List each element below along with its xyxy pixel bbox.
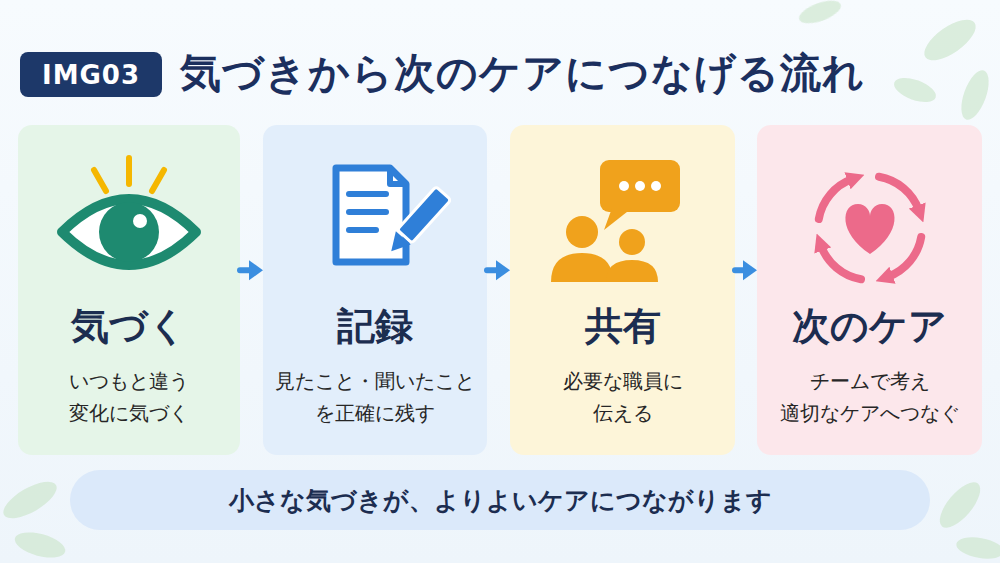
leaf [796, 0, 844, 28]
step-card: 共有必要な職員に 伝える [510, 125, 735, 455]
step-description: 見たこと・聞いたこと を正確に残す [271, 365, 479, 429]
step-heading: 次のケア [757, 301, 982, 352]
step-card: 気づくいつもと違う 変化に気づく [18, 125, 240, 455]
image-id-badge: IMG03 [20, 52, 162, 97]
step-description: いつもと違う 変化に気づく [39, 365, 219, 429]
leaf [12, 528, 68, 563]
leaf [918, 12, 982, 68]
flow-arrow [735, 260, 757, 280]
leaf [956, 67, 994, 123]
arrow-head [743, 260, 757, 280]
arrow-shaft [487, 267, 498, 273]
flow-arrow [487, 260, 510, 280]
leaf [0, 475, 62, 526]
arrow-shaft [735, 267, 745, 273]
summary-band: 小さな気づきが、よりよいケアにつながります [70, 470, 930, 530]
leaf [891, 73, 939, 107]
summary-text: 小さな気づきが、よりよいケアにつながります [229, 484, 772, 517]
flow-arrow [240, 260, 263, 280]
step-heading: 共有 [510, 301, 735, 352]
step-description: 必要な職員に 伝える [548, 365, 698, 429]
leaf [933, 476, 987, 534]
arrow-shaft [240, 267, 251, 273]
step-heading: 記録 [263, 301, 487, 352]
diagram-title: 気づきから次のケアにつなげる流れ [180, 46, 865, 101]
arrow-head [496, 260, 510, 280]
step-description: チームで考え 適切なケアへつなぐ [765, 365, 975, 429]
badge-text: IMG03 [42, 60, 140, 90]
step-card: 記録見たこと・聞いたこと を正確に残す [263, 125, 487, 455]
leaf [955, 534, 1000, 562]
arrow-head [249, 260, 263, 280]
step-heading: 気づく [18, 301, 240, 352]
step-card: 次のケアチームで考え 適切なケアへつなぐ [757, 125, 982, 455]
